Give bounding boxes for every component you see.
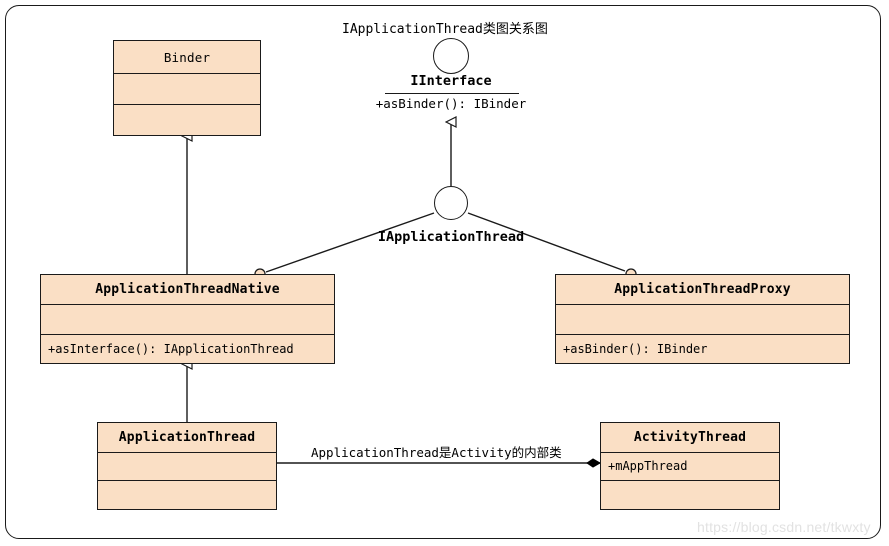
class-box-application-thread-proxy[interactable]: ApplicationThreadProxy +asBinder(): IBin… [555,274,850,364]
diagram-frame-border [5,5,881,539]
class-attributes-application-thread [98,451,276,481]
class-attributes-activity-thread: +mAppThread [601,451,779,481]
class-name-application-thread: ApplicationThread [118,429,256,445]
interface-name-iinterface: IInterface [410,73,492,89]
class-box-application-thread[interactable]: ApplicationThread [97,422,277,510]
class-name-application-thread-native: ApplicationThreadNative [95,282,280,298]
interface-name-iapplicationthread: IApplicationThread [377,229,525,245]
class-box-binder[interactable]: Binder [113,40,261,136]
class-methods-application-thread-native: +asInterface(): IApplicationThread [41,333,334,363]
class-methods-application-thread-proxy: +asBinder(): IBinder [556,333,849,363]
class-name-activity-thread: ActivityThread [633,429,747,445]
interface-separator-iinterface [385,93,519,94]
class-name-application-thread-proxy: ApplicationThreadProxy [614,282,791,298]
class-attributes-binder [114,73,260,104]
class-box-application-thread-native[interactable]: ApplicationThreadNative +asInterface(): … [40,274,335,364]
interface-circle-icon-iinterface [433,38,469,74]
class-attributes-application-thread-proxy [556,304,849,333]
interface-method-iinterface: +asBinder(): IBinder [375,96,527,111]
watermark-text: https://blog.csdn.net/tkwxty [697,519,871,535]
class-methods-activity-thread [601,480,779,509]
edge-label-composition: ApplicationThread是Activity的内部类 [311,445,562,460]
class-methods-binder [114,104,260,135]
diagram-title: IApplicationThread类图关系图 [342,22,548,37]
interface-circle-icon-iapplicationthread [434,186,468,220]
class-box-activity-thread[interactable]: ActivityThread +mAppThread [600,422,780,510]
class-attributes-application-thread-native [41,304,334,333]
class-methods-application-thread [98,480,276,509]
class-name-binder: Binder [163,49,211,65]
